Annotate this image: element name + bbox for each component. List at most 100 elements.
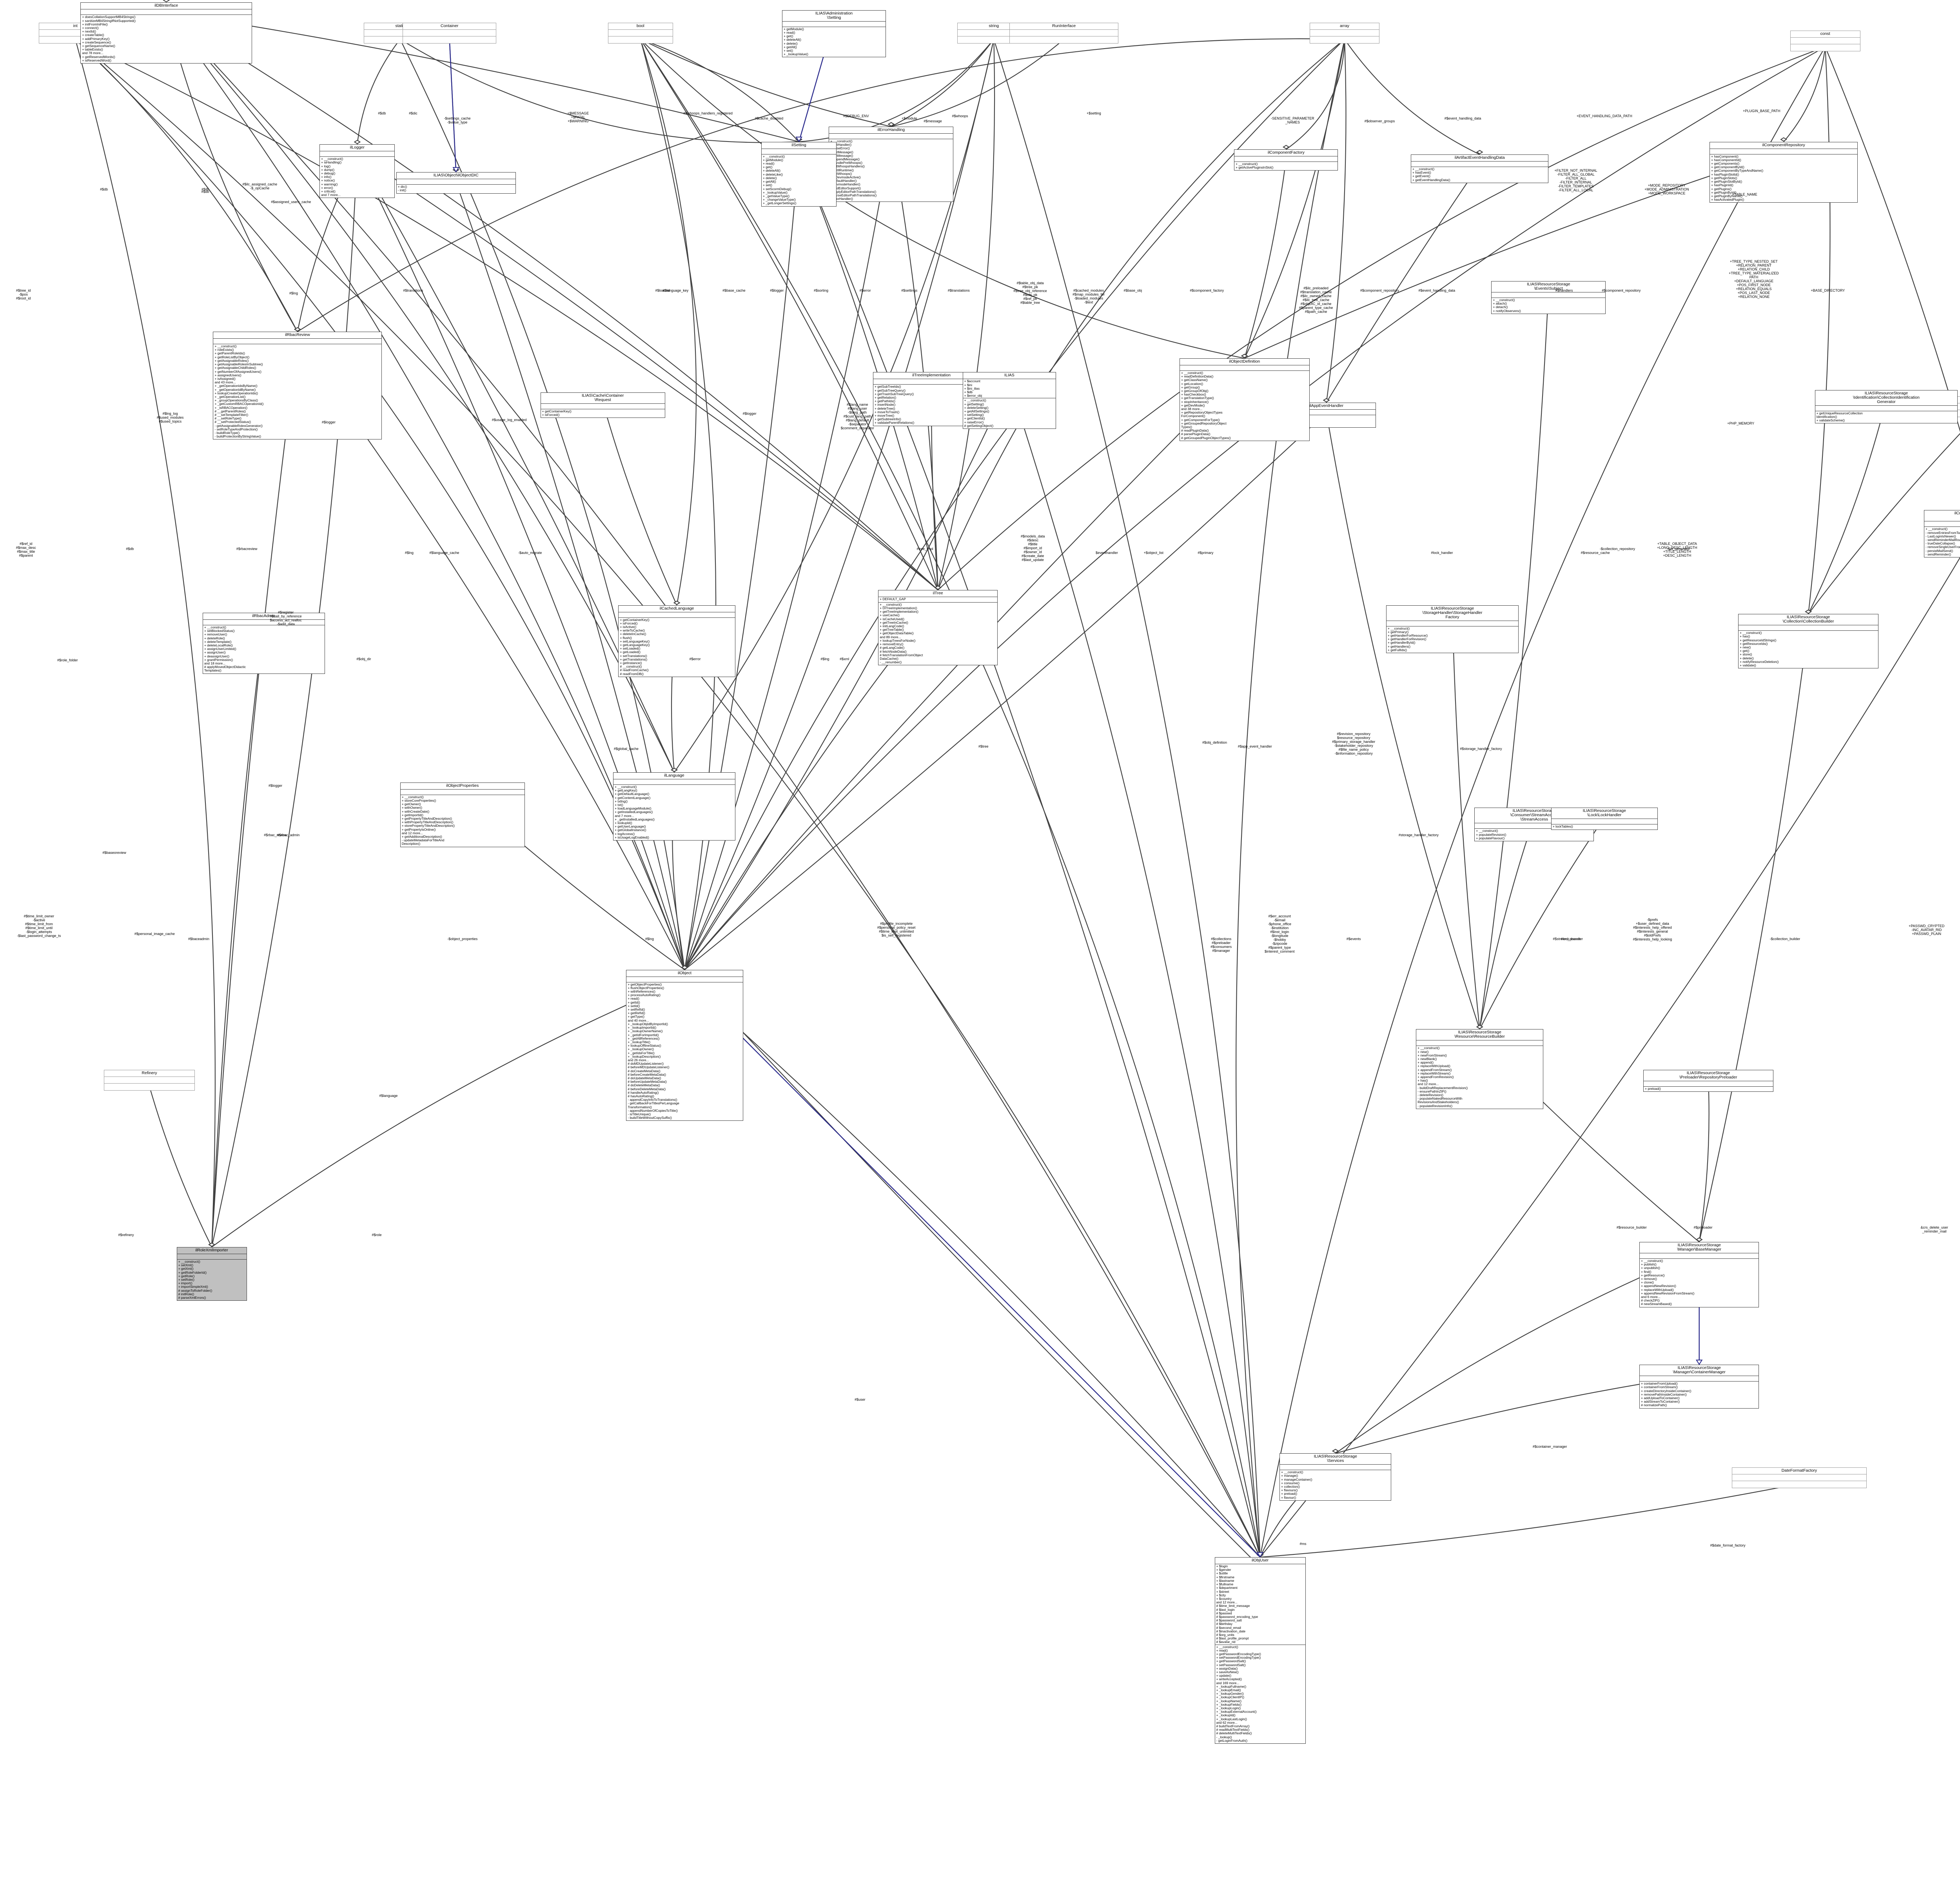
class-operation: - removeEntriesFromTable() bbox=[1926, 530, 1960, 535]
class-operation: + notifyObservers() bbox=[1493, 309, 1521, 313]
class-operations: + __construct()+ getPrimary()+ getHandle… bbox=[1387, 626, 1518, 653]
class-node-ILIASResourceStorageManagerContainerManager[interactable]: ILIAS\ResourceStorage \Manager\Container… bbox=[1639, 1365, 1759, 1409]
class-node-bool[interactable]: bool bbox=[608, 23, 673, 44]
class-node-ilObjectProperties[interactable]: ilObjectProperties+ __construct()+ store… bbox=[400, 782, 525, 847]
class-node-ilSetting[interactable]: ilSetting+ __construct()+ getModule()+ r… bbox=[761, 142, 837, 207]
class-operation: + has() bbox=[1740, 634, 1750, 639]
class-node-Container[interactable]: Container bbox=[403, 23, 496, 44]
class-node-ilComponentFactory[interactable]: ilComponentFactory+ __construct()+ getAc… bbox=[1234, 149, 1338, 171]
class-node-ilIASCacheContainerRequest[interactable]: ILIAS\Cache\Container \Request+ getConta… bbox=[540, 392, 665, 418]
class-operation: + __construct() bbox=[1412, 167, 1435, 171]
class-attribute: + $ini bbox=[964, 383, 972, 387]
class-operation: + withPropertyTitleAndDescription() bbox=[401, 820, 454, 824]
class-node-ILIASResourceStorageIdentificationCollectionIdentificationGenerator[interactable]: ILIAS\ResourceStorage \Identification\Co… bbox=[1815, 390, 1958, 424]
edge-label-l-crsdeleteuser: &crs_delete_user _reminder_mail bbox=[1920, 1225, 1948, 1233]
class-operation: + replaceWithUpload() bbox=[1417, 1064, 1450, 1068]
class-node-ILIASAdministrationSetting[interactable]: ILIAS\Administration \Setting+ getModule… bbox=[782, 10, 886, 58]
edge-label-l-translations: #$translations bbox=[947, 289, 970, 293]
class-node-ilTree[interactable]: ilTree+ DEFAULT_GAP+ __construct()+ DITr… bbox=[878, 590, 998, 666]
class-node-array[interactable]: array bbox=[1309, 23, 1380, 44]
class-attributes bbox=[213, 339, 382, 345]
edge-label-l-langcache: #$language_cache bbox=[429, 550, 459, 555]
class-node-ILIASResourceStorageManagerBaseManager[interactable]: ILIAS\ResourceStorage \Manager\BaseManag… bbox=[1639, 1242, 1759, 1307]
class-operation: + import() bbox=[178, 1281, 192, 1285]
class-operation: + isUsageLogEnabled() bbox=[615, 835, 649, 839]
class-node-ilLanguage[interactable]: ilLanguage+ __construct()+ getLangKey()+… bbox=[613, 772, 735, 841]
class-attributes bbox=[1310, 30, 1379, 37]
class-operation: + _getLongerSettings() bbox=[763, 201, 797, 205]
class-node-ILIASResourceStorageEventsSubject[interactable]: ILIAS\ResourceStorage \Events\Subject+ _… bbox=[1491, 281, 1606, 314]
class-title: ILIAS\ResourceStorage \Collection\Collec… bbox=[1739, 614, 1878, 626]
class-node-ilComponentRepository[interactable]: ilComponentRepository+ hasComponent()+ h… bbox=[1710, 142, 1858, 203]
class-operation: # readFromCache() bbox=[620, 668, 649, 672]
class-attributes bbox=[1739, 625, 1878, 631]
class-node-ILIASResourceStorageResourceResourceBuilder[interactable]: ILIAS\ResourceStorage \Resource\Resource… bbox=[1416, 1029, 1544, 1109]
class-node-ILIASResourceStoragePreloaderRepositoryPreloader[interactable]: ILIAS\ResourceStorage \Preloader\Reposit… bbox=[1643, 1069, 1773, 1092]
class-node-ilObjectDefinition[interactable]: ilObjectDefinition+ __construct()+ readD… bbox=[1180, 358, 1310, 441]
edge-label-l-compproc: #$ilc_preloaded #$translation_cache #$il… bbox=[1299, 286, 1333, 314]
edge-label-l-phpmem: +PHP_MEMORY bbox=[1727, 421, 1755, 426]
class-node-ilObjUser[interactable]: ilObjUser+ $login+ $gender+ $utitle+ $fi… bbox=[1214, 1557, 1306, 1744]
class-node-ilErrorHandling[interactable]: ilErrorHandling+ __construct()+ getHandl… bbox=[829, 126, 954, 202]
class-node-ilRbacReview[interactable]: ilRbacReview+ __construct()+ roleExists(… bbox=[213, 332, 382, 440]
class-operation: + txtlng() bbox=[615, 799, 628, 803]
class-operation: + debug() bbox=[321, 171, 336, 175]
edge-label-l-baseobj: #$base_obj bbox=[1123, 289, 1142, 293]
class-operation: + storePropertyTitleAndDescription() bbox=[401, 824, 455, 828]
class-node-ilDBInterface[interactable]: ilDBInterface+ doesCollationSupportMB4St… bbox=[80, 2, 252, 64]
class-operation: - updateMetadataForTitleAnd bbox=[401, 838, 445, 842]
class-operations bbox=[608, 36, 673, 43]
class-operation: # beforeUpdateMetaData() bbox=[628, 1080, 667, 1084]
class-operation: + getEvent() bbox=[1412, 174, 1430, 178]
class-node-ilLogger[interactable]: ilLogger+ __construct()+ isHandling()+ l… bbox=[319, 144, 395, 198]
class-operation: + __construct() bbox=[1388, 626, 1410, 630]
class-node-ILIAS[interactable]: ILIAS+ $account+ $ini+ $ini_ilias+ $db+ … bbox=[962, 372, 1056, 429]
class-node-ILIASObjectIlObjectDIC[interactable]: ILIAS\Object\ilObjectDIC+ dic()- init() bbox=[396, 172, 516, 194]
class-operation: + _lookupClientIP() bbox=[1216, 1695, 1245, 1699]
class-operations: + __construct()+ roleExists()+ getParent… bbox=[213, 344, 381, 439]
class-operation: + __construct() bbox=[214, 344, 237, 349]
class-operation: + getInstance() bbox=[620, 661, 642, 665]
class-node-ilRoleXmlImporter[interactable]: ilRoleXmlImporter+ __construct()+ setXml… bbox=[176, 1247, 247, 1301]
class-operation: + getAll() bbox=[763, 180, 776, 184]
class-operation: + _lookupTitle() bbox=[628, 1040, 650, 1044]
class-operation: + _lookupFields() bbox=[1216, 1702, 1242, 1707]
class-node-ILIASResourceStorageServices[interactable]: ILIAS\ResourceStorage \Services+ __const… bbox=[1279, 1453, 1392, 1501]
class-operation: + getComponentByTypeAndName() bbox=[1711, 169, 1764, 173]
class-operation: + notice() bbox=[321, 178, 335, 183]
class-attributes bbox=[782, 22, 886, 27]
class-operation: + removeUser() bbox=[204, 632, 227, 637]
class-node-ilObject[interactable]: ilObject+ getObjectProperties()+ flushOb… bbox=[626, 969, 743, 1121]
class-operation: + getParentRoleIds() bbox=[214, 351, 245, 356]
class-operation: + nextId() bbox=[82, 29, 96, 34]
edge-label-l-passwd: +PASSWD_CRYPTED -INC_AVATAR_RID +PASSWD_… bbox=[1908, 924, 1945, 936]
class-attributes bbox=[403, 30, 496, 37]
class-node-ilRbacAdmin[interactable]: ilRbacAdmin+ __construct()+ setBlockedSt… bbox=[202, 612, 325, 674]
class-node-const[interactable]: const bbox=[1790, 30, 1860, 51]
class-node-ilCrsObjectiveActiveReminderMail[interactable]: ilCrsObjectiveActiveAccountier ReminderM… bbox=[1924, 510, 1960, 558]
class-node-ILIASResourceStorageStorageHandlerStorageHandlerFactory[interactable]: ILIAS\ResourceStorage \StorageHandler\St… bbox=[1386, 605, 1519, 654]
class-operation: + getResource() bbox=[1641, 1273, 1665, 1277]
class-title: ILIAS\ResourceStorage \Events\Subject bbox=[1492, 281, 1606, 292]
class-node-RunInterface[interactable]: RunInterface bbox=[1009, 23, 1119, 44]
class-operation: + getHandlers() bbox=[1388, 644, 1411, 648]
class-operation: + read() bbox=[784, 31, 795, 35]
edge-label-l-account: #$err_account -$email -$phone_office -$i… bbox=[1265, 914, 1295, 953]
class-operation: # beforeDeleteMetaData() bbox=[628, 1087, 666, 1091]
class-node-DateFormatFactory[interactable]: DateFormatFactory bbox=[1731, 1467, 1867, 1488]
class-node-Refinery[interactable]: Refinery bbox=[104, 1069, 195, 1091]
class-node-ilArtifactEventHandlingData[interactable]: ilArtifactEventHandlingData+ __construct… bbox=[1411, 154, 1549, 183]
class-operation: - __renumber() bbox=[880, 660, 902, 664]
class-node-ILIASResourceStorageCollectionCollectionBuilder[interactable]: ILIAS\ResourceStorage \Collection\Collec… bbox=[1738, 614, 1879, 669]
class-operation: + getPluginSlotById() bbox=[1711, 180, 1742, 184]
class-node-ilCachedLanguage[interactable]: ilCachedLanguage+ getContainerKey()+ isF… bbox=[618, 605, 735, 677]
class-operations: + dic()- init() bbox=[397, 185, 515, 193]
edge-label-l-ilms: #ms bbox=[1299, 1542, 1307, 1546]
class-operations: + __construct()+ storeCoreProperties()+ … bbox=[401, 795, 524, 847]
class-operation: + loadLanguageModule() bbox=[615, 806, 652, 811]
class-node-ILIASResourceStorageLockLockHandler[interactable]: ILIAS\ResourceStorage \Lock\LockHandler+… bbox=[1551, 808, 1658, 830]
class-operation: + writeToCache() bbox=[620, 628, 645, 633]
class-operation: # __setTemplateFilter() bbox=[214, 412, 249, 417]
class-operation: + __construct() bbox=[615, 784, 637, 789]
